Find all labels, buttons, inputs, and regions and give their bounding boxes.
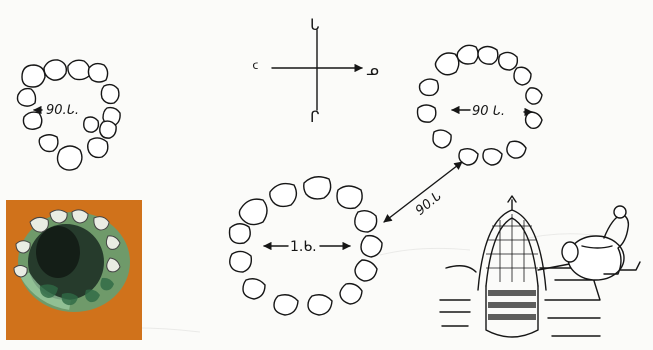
compass-left: ᑦ xyxy=(252,60,259,78)
compass-cross: ᒐ ᓄ ᒋ ᑦ xyxy=(252,16,379,126)
compass-bottom: ᒋ xyxy=(310,108,319,126)
small-well-label: 90.ᒐ. xyxy=(46,103,79,118)
right-well-label: 90 ᒐ. xyxy=(472,104,505,119)
big-well-label: 1.ᑲ. xyxy=(290,239,317,255)
right-stone-well: 90 ᒐ. xyxy=(416,44,543,166)
connector-label: 90.ᒐ xyxy=(413,189,445,219)
kiln-cross-section xyxy=(439,195,641,338)
connector-arrow: 90.ᒐ xyxy=(383,161,463,223)
small-stone-well: 90.ᒐ. xyxy=(16,59,121,171)
painted-well xyxy=(6,200,142,340)
big-stone-well: 1.ᑲ. xyxy=(228,176,383,316)
compass-top: ᒐ xyxy=(310,16,319,34)
compass-right: ᓄ xyxy=(366,61,379,79)
